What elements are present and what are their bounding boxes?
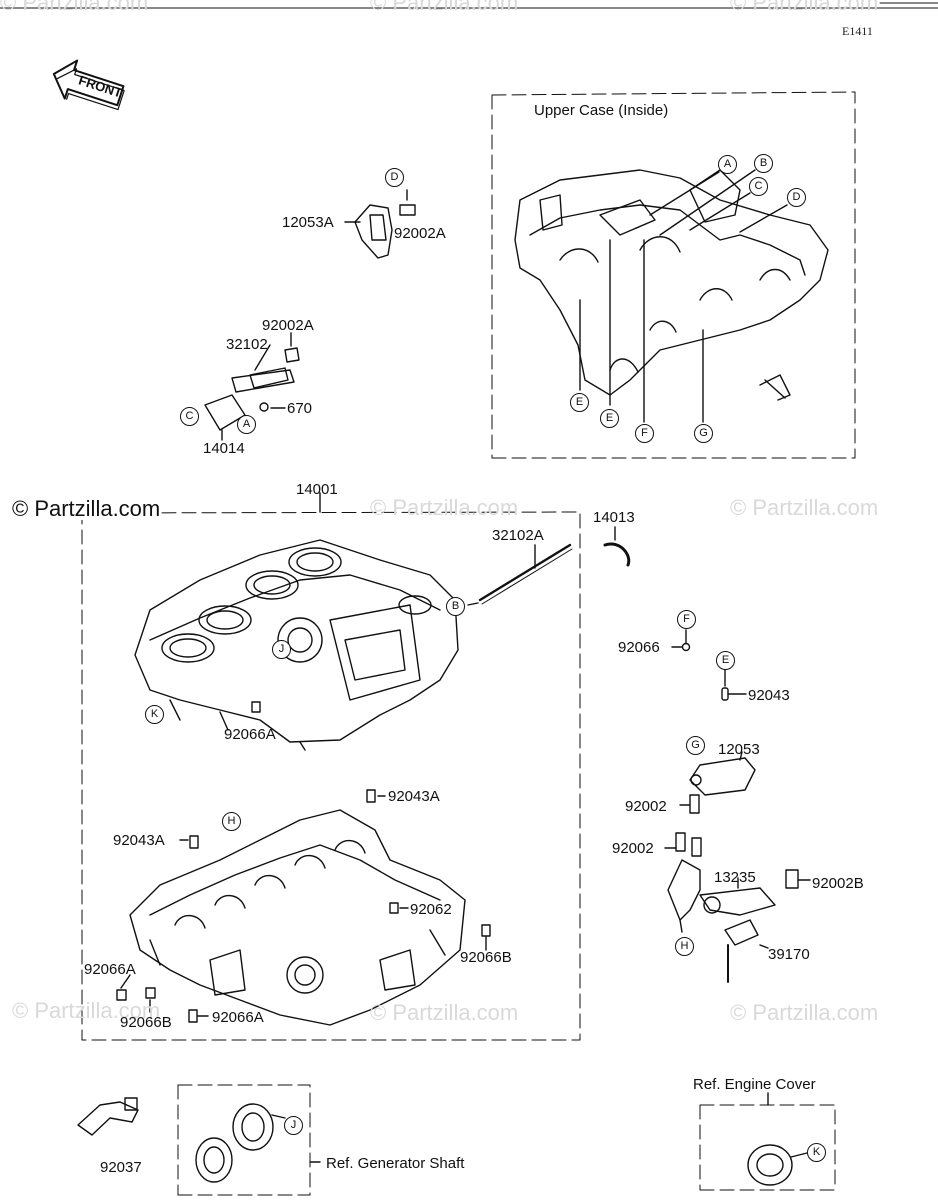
part-label: 92002 [625, 798, 667, 815]
diagram-code: E1411 [842, 24, 873, 38]
ref-engine-cover: Ref. Engine Cover [693, 1076, 816, 1093]
callout-c: C [180, 407, 199, 426]
part-label: 92002A [262, 317, 314, 334]
part-label: 14013 [593, 509, 635, 526]
callout-e: E [600, 409, 619, 428]
upper-crankcase-drawing [134, 539, 459, 751]
part-label: 14001 [296, 481, 338, 498]
watermark-primary: © Partzilla.com [12, 496, 161, 521]
part-label: 92066B [460, 949, 512, 966]
lower-crankcase-drawing [129, 809, 466, 1026]
part-label: 92002B [812, 875, 864, 892]
watermark: © Partzilla.com [730, 1000, 879, 1025]
watermark: © Partzilla.com [0, 0, 149, 15]
part-label: 92002 [612, 840, 654, 857]
callout-k: K [145, 705, 164, 724]
callout-j: J [272, 640, 291, 659]
part-label: 92066B [120, 1014, 172, 1031]
part-label: 92062 [410, 901, 452, 918]
callout-a: A [237, 415, 256, 434]
callout-j: J [284, 1116, 303, 1135]
callout-f: F [635, 424, 654, 443]
part-label: 670 [287, 400, 313, 417]
part-label: 32102 [226, 336, 268, 353]
watermark: © Partzilla.com [730, 0, 879, 15]
upper-case-inside-drawing [514, 169, 829, 401]
part-label: 92066A [84, 961, 136, 978]
callout-b: B [446, 597, 465, 616]
part-label: 12053 [718, 741, 760, 758]
part-label: 92043 [748, 687, 790, 704]
part-label: 14014 [203, 440, 245, 457]
callout-h: H [675, 937, 694, 956]
part-label: 39170 [768, 946, 810, 963]
callout-g: G [694, 424, 713, 443]
callout-b: B [754, 154, 773, 173]
part-label: 92066 [618, 639, 660, 656]
part-label: 92037 [100, 1159, 142, 1176]
part-label: 92002A [394, 225, 446, 242]
ref-generator-shaft: Ref. Generator Shaft [326, 1155, 465, 1172]
part-label: 32102A [492, 527, 544, 544]
part-label: 92043A [113, 832, 165, 849]
part-label: 13235 [714, 869, 756, 886]
watermark: © Partzilla.com [370, 1000, 519, 1025]
callout-k: K [807, 1143, 826, 1162]
watermark: © Partzilla.com [370, 0, 519, 15]
callout-e: E [570, 393, 589, 412]
callout-d: D [385, 168, 404, 187]
watermark: © Partzilla.com [12, 998, 161, 1023]
front-arrow-icon [52, 59, 125, 111]
callout-e: E [716, 651, 735, 670]
part-label: 92066A [212, 1009, 264, 1026]
upper-case-title: Upper Case (Inside) [534, 102, 669, 119]
callout-c: C [749, 177, 768, 196]
part-label: 92043A [388, 788, 440, 805]
callout-f: F [677, 610, 696, 629]
callout-h: H [222, 812, 241, 831]
callout-a: A [718, 155, 737, 174]
watermark: © Partzilla.com [730, 495, 879, 520]
part-label: 12053A [282, 214, 334, 231]
bracket-12053A [354, 189, 416, 259]
callout-d: D [787, 188, 806, 207]
watermark: © Partzilla.com [370, 495, 519, 520]
part-label: 92066A [224, 726, 276, 743]
callout-g: G [686, 736, 705, 755]
